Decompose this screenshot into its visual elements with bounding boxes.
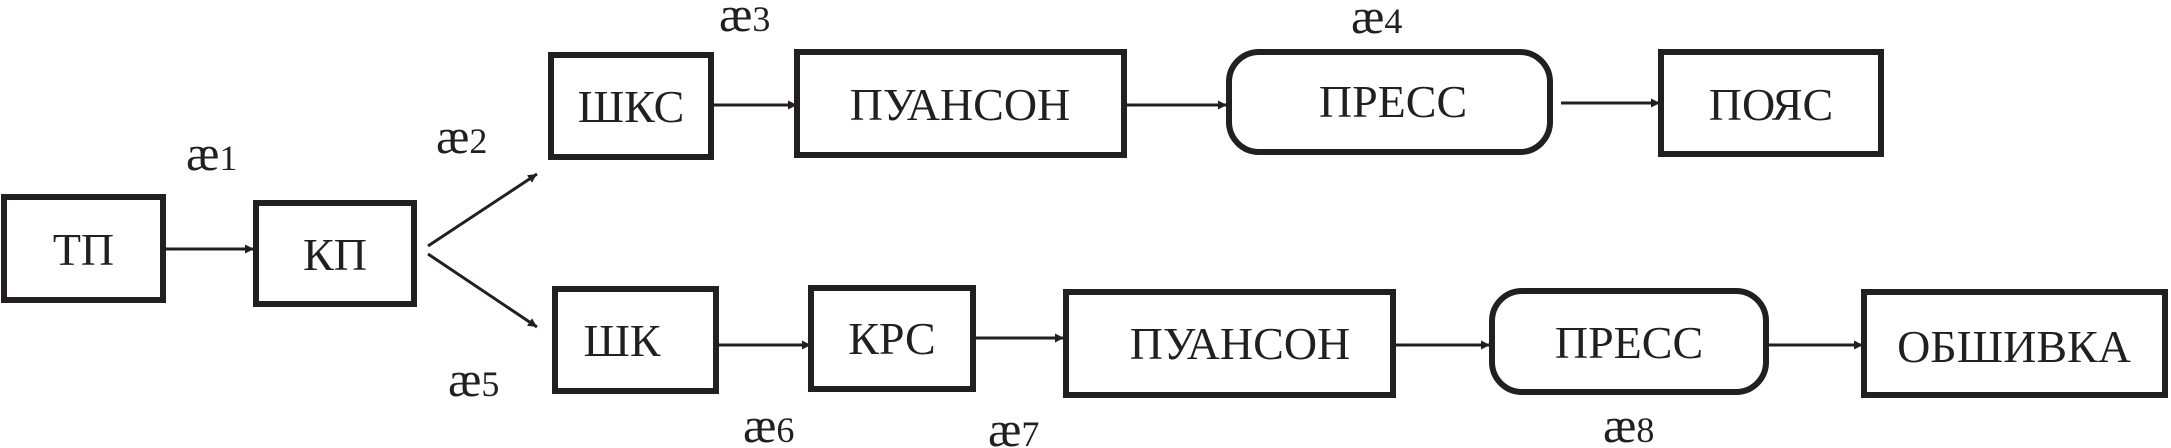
- node-punch-bottom-label: ПУАНСОН: [1130, 318, 1351, 369]
- label-ae8: æ8: [1603, 397, 1654, 448]
- node-shks: ШКС: [548, 52, 714, 160]
- label-ae5: æ5: [448, 351, 499, 407]
- node-press-bottom: ПРЕСС: [1489, 288, 1769, 395]
- node-kp: КП: [253, 200, 417, 307]
- node-shk-label: ШК: [583, 315, 660, 366]
- label-ae4: æ4: [1351, 0, 1402, 44]
- node-skin: ОБШИВКА: [1861, 289, 2168, 398]
- node-press-top: ПРЕСС: [1226, 49, 1553, 155]
- node-punch-top-label: ПУАНСОН: [850, 79, 1071, 130]
- label-ae2: æ2: [436, 108, 487, 164]
- node-punch-bottom: ПУАНСОН: [1063, 289, 1396, 398]
- node-punch-top: ПУАНСОН: [794, 49, 1127, 158]
- node-skin-label: ОБШИВКА: [1897, 321, 2131, 372]
- label-ae7: æ7: [988, 401, 1039, 448]
- label-ae3: æ3: [719, 0, 770, 42]
- node-tp: ТП: [1, 194, 166, 303]
- edge-kp-shk: [427, 252, 538, 329]
- node-belt-label: ПОЯС: [1709, 79, 1834, 130]
- node-shk: ШК: [552, 286, 719, 394]
- node-press-top-label: ПРЕСС: [1319, 76, 1467, 127]
- node-krs: КРС: [808, 285, 976, 392]
- node-krs-label: КРС: [848, 313, 936, 364]
- node-shks-label: ШКС: [578, 81, 685, 132]
- node-tp-label: ТП: [53, 224, 114, 275]
- node-belt: ПОЯС: [1658, 49, 1884, 157]
- label-ae6: æ6: [743, 397, 794, 448]
- edge-kp-shks: [427, 172, 538, 248]
- node-kp-label: КП: [303, 229, 367, 280]
- label-ae1: æ1: [186, 125, 237, 181]
- node-press-bottom-label: ПРЕСС: [1555, 317, 1703, 368]
